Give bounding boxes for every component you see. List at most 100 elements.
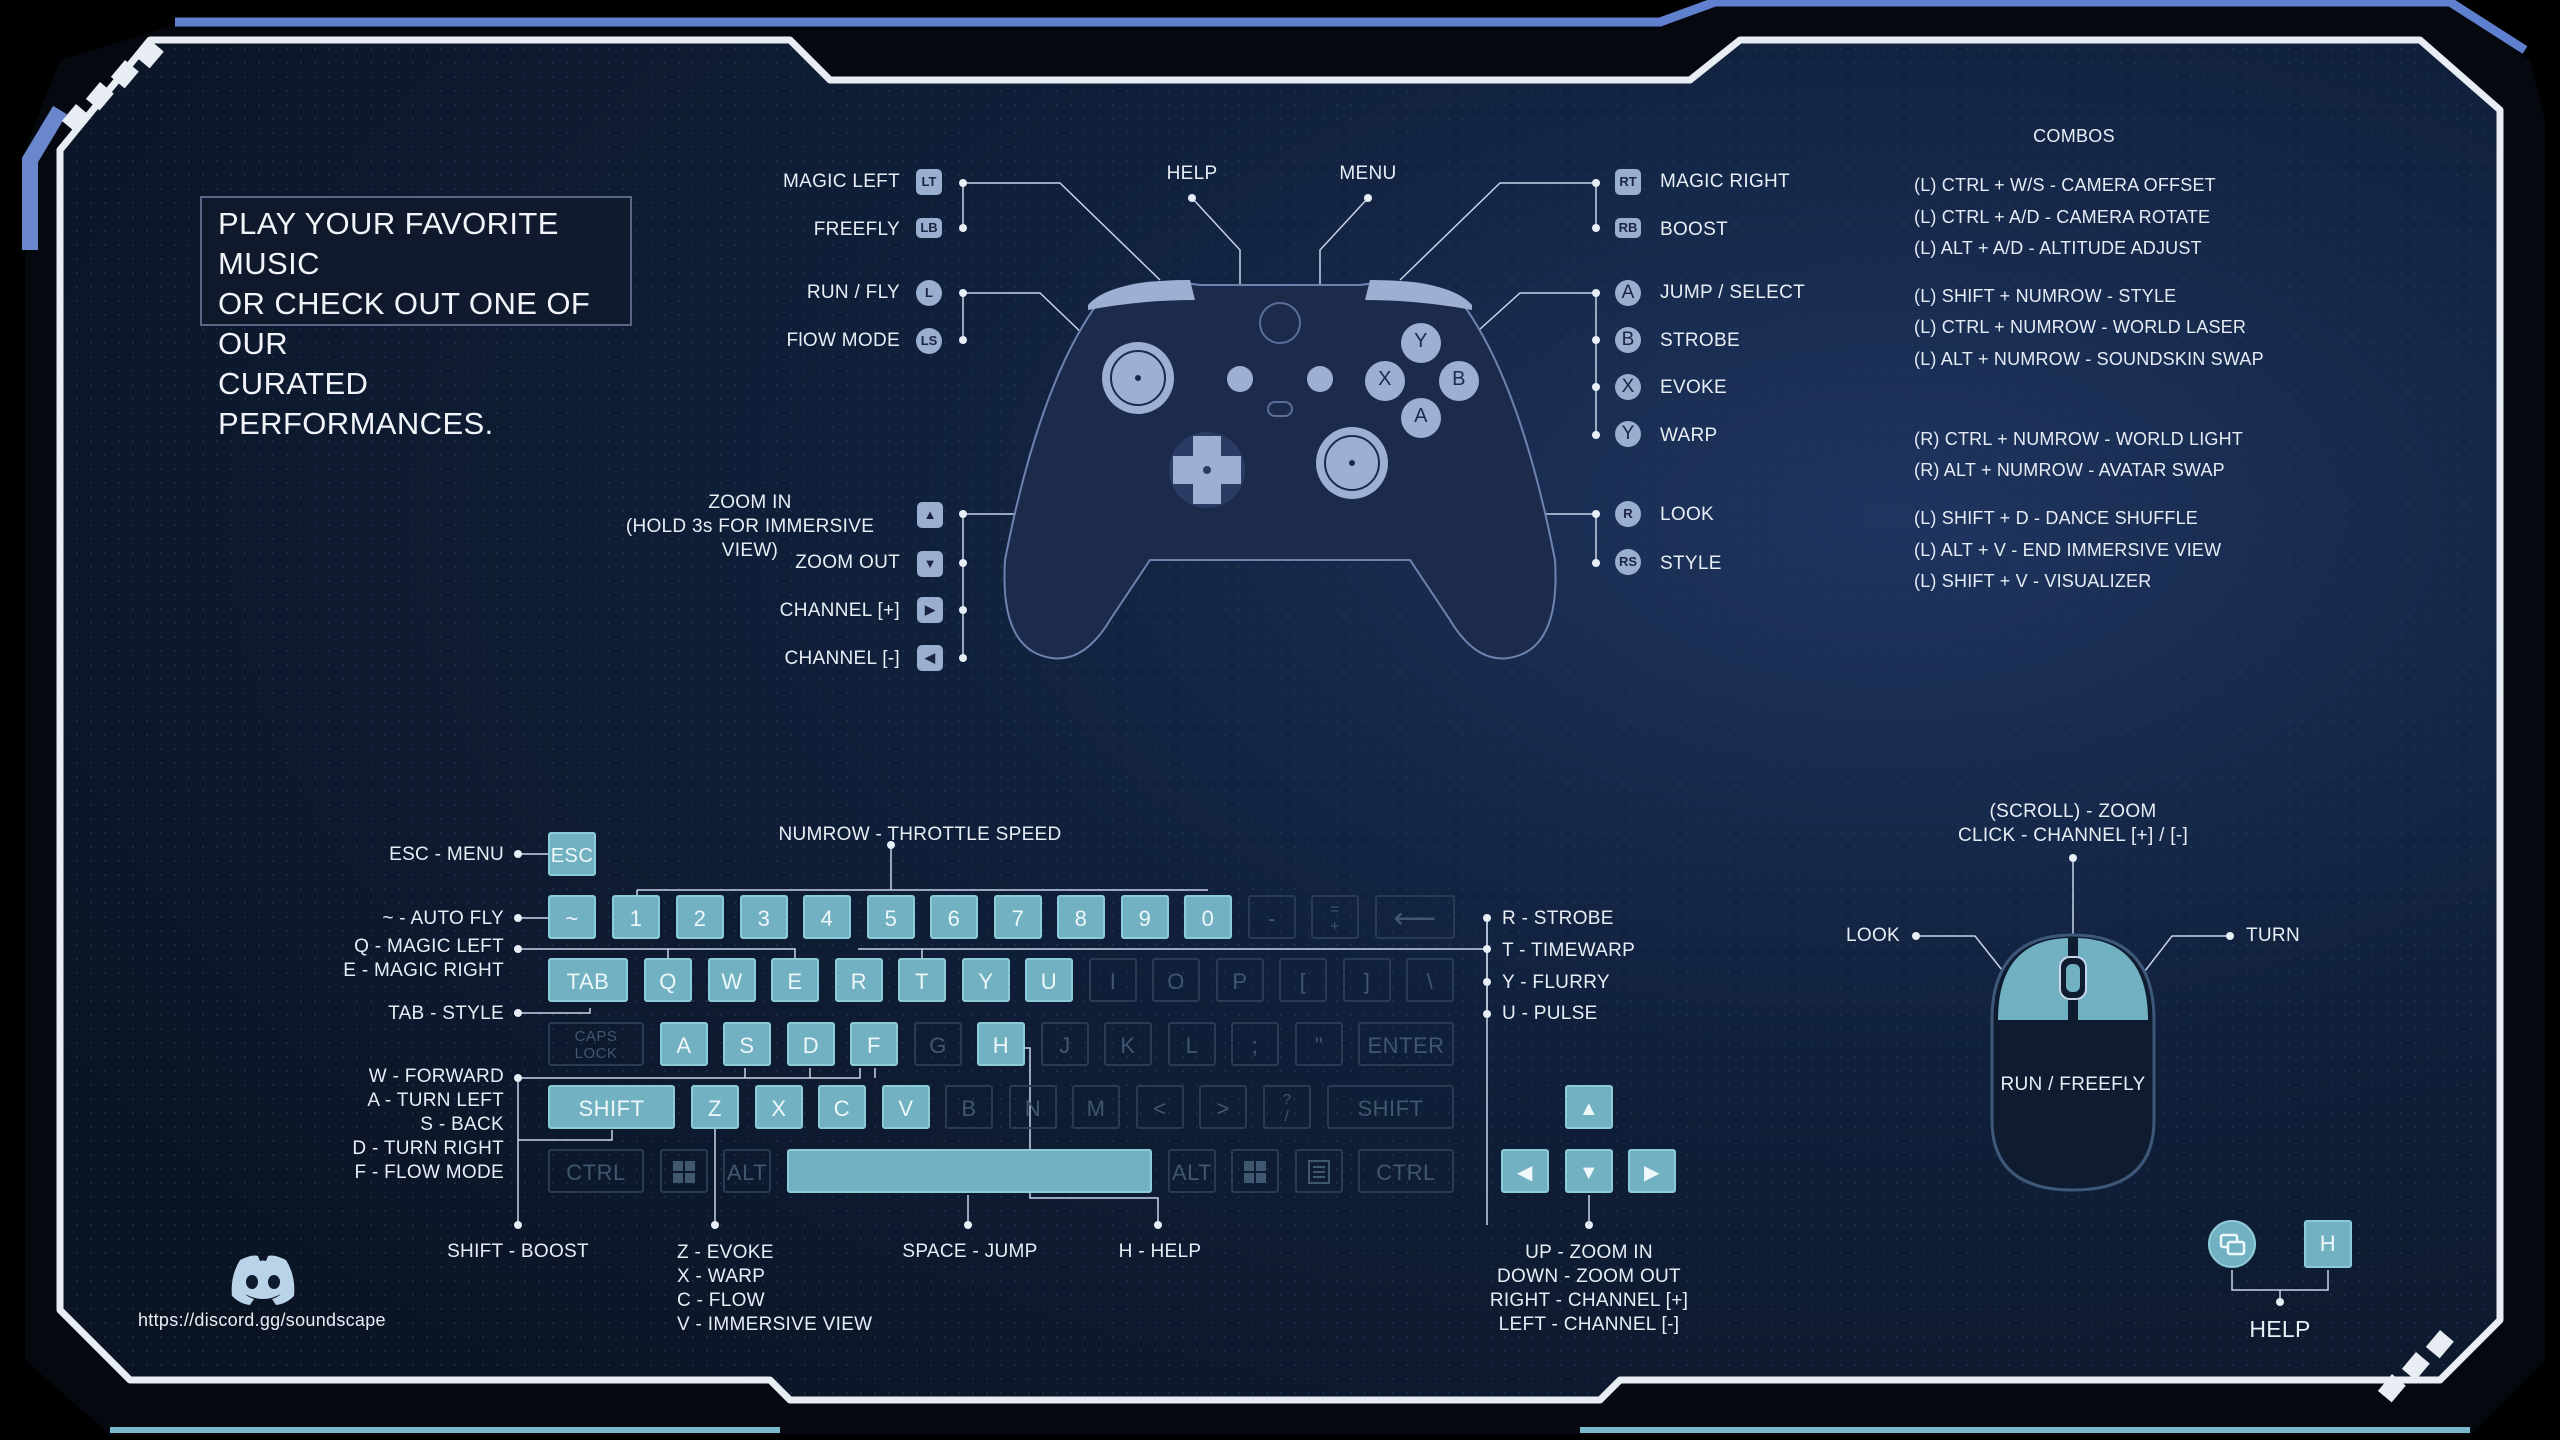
- face-button-y: Y: [1414, 330, 1428, 352]
- key-bracket-left[interactable]: [: [1279, 958, 1327, 1002]
- label-tab: TAB - STYLE: [388, 1003, 504, 1024]
- key-arrow-right[interactable]: ▶: [1628, 1149, 1676, 1193]
- combo-line: (L) ALT + NUMROW - SOUNDSKIN SWAP: [1914, 349, 2264, 369]
- key-esc[interactable]: ESC: [548, 832, 596, 876]
- key-j[interactable]: J: [1041, 1022, 1089, 1066]
- combo-line: (L) SHIFT + V - VISUALIZER: [1914, 571, 2152, 591]
- key-ctrl-right[interactable]: CTRL: [1358, 1149, 1454, 1193]
- key-alt-left[interactable]: ALT: [723, 1149, 771, 1193]
- key-v[interactable]: V: [882, 1085, 930, 1129]
- key-c[interactable]: C: [818, 1085, 866, 1129]
- label-jump-select: JUMP / SELECT: [1660, 282, 1806, 303]
- key-f[interactable]: F: [850, 1022, 898, 1066]
- key-u[interactable]: U: [1025, 958, 1073, 1002]
- key-g[interactable]: G: [914, 1022, 962, 1066]
- key-equals[interactable]: = +: [1311, 895, 1359, 939]
- key-shift-left[interactable]: SHIFT: [548, 1085, 675, 1129]
- label-shift: SHIFT - BOOST: [447, 1241, 589, 1262]
- key-win-left[interactable]: [660, 1149, 708, 1193]
- label-style: STYLE: [1660, 553, 1722, 574]
- key-help-h[interactable]: H: [2304, 1220, 2352, 1268]
- key-slash[interactable]: ? /: [1263, 1085, 1311, 1129]
- label-esc: ESC - MENU: [389, 844, 504, 865]
- label-mouse-turn: TURN: [2246, 925, 2300, 946]
- key-quote[interactable]: ": [1295, 1022, 1343, 1066]
- key-b[interactable]: B: [945, 1085, 993, 1129]
- key-a[interactable]: A: [660, 1022, 708, 1066]
- label-numrow: NUMROW - THROTTLE SPEED: [778, 824, 1062, 845]
- key-enter[interactable]: ENTER: [1358, 1022, 1454, 1066]
- label-wasd: W - FORWARD A - TURN LEFT S - BACK D - T…: [352, 1066, 504, 1183]
- label-menu: MENU: [1339, 163, 1397, 184]
- key-tilde[interactable]: ~: [548, 895, 596, 939]
- key-comma[interactable]: <: [1136, 1085, 1184, 1129]
- menu-key-icon: [1308, 1160, 1330, 1184]
- key-e[interactable]: E: [771, 958, 819, 1002]
- key-shift-right[interactable]: SHIFT: [1327, 1085, 1454, 1129]
- key-7[interactable]: 7: [994, 895, 1042, 939]
- label-mouse-scroll: (SCROLL) - ZOOM CLICK - CHANNEL [+] / [-…: [1957, 801, 2189, 846]
- key-z[interactable]: Z: [691, 1085, 739, 1129]
- key-4[interactable]: 4: [803, 895, 851, 939]
- key-t[interactable]: T: [898, 958, 946, 1002]
- key-1[interactable]: 1: [612, 895, 660, 939]
- key-h[interactable]: H: [977, 1022, 1025, 1066]
- key-2[interactable]: 2: [676, 895, 724, 939]
- key-caps-lock[interactable]: CAPS LOCK: [548, 1022, 644, 1066]
- key-arrow-up[interactable]: ▲: [1565, 1085, 1613, 1129]
- key-backslash[interactable]: \: [1406, 958, 1454, 1002]
- key-period[interactable]: >: [1199, 1085, 1247, 1129]
- label-boost: BOOST: [1660, 219, 1729, 240]
- key-s[interactable]: S: [723, 1022, 771, 1066]
- key-backspace[interactable]: ⟵: [1375, 895, 1455, 939]
- key-y[interactable]: Y: [962, 958, 1010, 1002]
- key-w[interactable]: W: [708, 958, 756, 1002]
- help-button-icon[interactable]: [2208, 1220, 2256, 1268]
- key-minus[interactable]: -: [1248, 895, 1296, 939]
- key-8[interactable]: 8: [1057, 895, 1105, 939]
- key-arrow-left[interactable]: ◀: [1501, 1149, 1549, 1193]
- label-magic-right: MAGIC RIGHT: [1660, 171, 1790, 192]
- key-0[interactable]: 0: [1184, 895, 1232, 939]
- key-m[interactable]: M: [1072, 1085, 1120, 1129]
- key-d[interactable]: D: [787, 1022, 835, 1066]
- dpad-right-icon: ▶: [917, 597, 943, 623]
- key-9[interactable]: 9: [1121, 895, 1169, 939]
- key-q[interactable]: Q: [644, 958, 692, 1002]
- label-t: T - TIMEWARP: [1502, 940, 1636, 961]
- key-alt-right[interactable]: ALT: [1168, 1149, 1216, 1193]
- dpad-left-icon: ◀: [917, 645, 943, 671]
- key-tab[interactable]: TAB: [548, 958, 628, 1002]
- combo-line: (L) SHIFT + D - DANCE SHUFFLE: [1914, 508, 2199, 528]
- label-evoke: EVOKE: [1660, 377, 1727, 398]
- label-zxcv: Z - EVOKE X - WARP C - FLOW V - IMMERSIV…: [677, 1242, 873, 1335]
- key-3[interactable]: 3: [740, 895, 788, 939]
- key-win-right[interactable]: [1231, 1149, 1279, 1193]
- key-p[interactable]: P: [1216, 958, 1264, 1002]
- key-x[interactable]: X: [755, 1085, 803, 1129]
- key-semicolon[interactable]: ;: [1231, 1022, 1279, 1066]
- key-l[interactable]: L: [1168, 1022, 1216, 1066]
- right-stick-press-icon: RS: [1615, 549, 1641, 575]
- label-y: Y - FLURRY: [1502, 972, 1610, 993]
- key-6[interactable]: 6: [930, 895, 978, 939]
- label-freefly: FREEFLY: [813, 219, 900, 240]
- key-o[interactable]: O: [1152, 958, 1200, 1002]
- key-bracket-right[interactable]: ]: [1343, 958, 1391, 1002]
- discord-icon: [231, 1255, 295, 1305]
- key-menu[interactable]: [1295, 1149, 1343, 1193]
- key-i[interactable]: I: [1089, 958, 1137, 1002]
- label-channel-up: CHANNEL [+]: [779, 600, 900, 621]
- b-button-icon: B: [1615, 327, 1641, 353]
- discord-link[interactable]: https://discord.gg/soundscape: [138, 1310, 386, 1330]
- key-space[interactable]: [787, 1149, 1152, 1193]
- key-r[interactable]: R: [835, 958, 883, 1002]
- key-ctrl-left[interactable]: CTRL: [548, 1149, 644, 1193]
- label-h: H - HELP: [1118, 1241, 1202, 1262]
- key-k[interactable]: K: [1104, 1022, 1152, 1066]
- key-n[interactable]: N: [1009, 1085, 1057, 1129]
- key-5[interactable]: 5: [867, 895, 915, 939]
- dpad-down-icon: ▼: [917, 551, 943, 577]
- key-arrow-down[interactable]: ▼: [1565, 1149, 1613, 1193]
